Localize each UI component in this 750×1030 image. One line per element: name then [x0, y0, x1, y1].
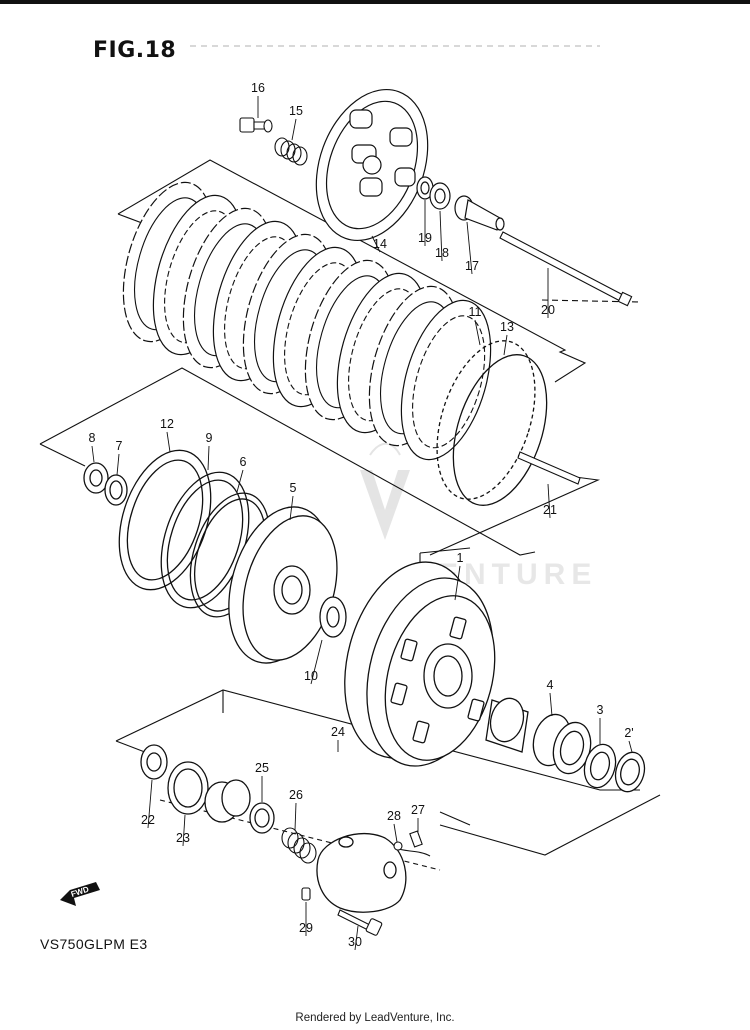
callout-28[interactable]: 28	[387, 809, 401, 823]
leader-7	[117, 454, 119, 475]
leader-21	[548, 484, 550, 518]
callout-20[interactable]: 20	[541, 303, 555, 317]
thrust-washer-10	[320, 597, 346, 637]
leader-10	[311, 640, 322, 684]
leader-28	[394, 824, 397, 842]
leader-22	[148, 780, 152, 828]
housing-spacer	[486, 695, 528, 752]
leader-11	[475, 320, 480, 345]
callout-9[interactable]: 9	[206, 431, 213, 445]
callout-19[interactable]: 19	[418, 231, 432, 245]
callout-3[interactable]: 3	[597, 703, 604, 717]
leader-17	[467, 222, 472, 274]
long-pushrod	[500, 232, 632, 306]
spring-plate-12	[103, 439, 227, 602]
callout-30[interactable]: 30	[348, 935, 362, 949]
dowel-pin	[302, 888, 310, 900]
callout-27[interactable]: 27	[411, 803, 425, 817]
leader-30	[355, 926, 358, 950]
callout-12[interactable]: 12	[160, 417, 174, 431]
pressure-plate	[296, 74, 447, 256]
callout-24[interactable]: 24	[331, 725, 345, 739]
leader-9	[208, 446, 209, 470]
leader-5	[290, 496, 293, 520]
callout-8[interactable]: 8	[89, 431, 96, 445]
seal-23	[168, 762, 208, 814]
pushrod-21	[518, 452, 580, 484]
leader-4	[550, 693, 552, 716]
render-credit: Rendered by LeadVenture, Inc.	[295, 1012, 455, 1024]
hub-frame-top	[40, 368, 535, 555]
callout-14[interactable]: 14	[373, 237, 387, 251]
top-border	[0, 0, 750, 4]
callout-21[interactable]: 21	[543, 503, 557, 517]
callout-15[interactable]: 15	[289, 104, 303, 118]
callout-22[interactable]: 22	[141, 813, 155, 827]
pushrod-piece	[455, 196, 504, 230]
oil-seal-22	[141, 745, 167, 779]
leader-2	[629, 741, 632, 752]
judder-plate-13	[436, 343, 564, 517]
leader-18	[440, 211, 442, 261]
callout-7[interactable]: 7	[116, 439, 123, 453]
clutch-plate-stack	[107, 172, 564, 517]
clutch-housing	[324, 547, 513, 780]
callout-13[interactable]: 13	[500, 320, 514, 334]
thrust-washer-2	[611, 749, 648, 795]
callout-18[interactable]: 18	[435, 246, 449, 260]
callout-29[interactable]: 29	[299, 921, 313, 935]
leader-6	[237, 470, 243, 492]
slave-cylinder-body	[317, 834, 406, 913]
callout-11[interactable]: 11	[469, 305, 482, 319]
leader-1	[455, 566, 460, 600]
leader-8	[92, 446, 94, 462]
clutch-sleeve-hub	[212, 495, 353, 675]
leader-14	[372, 236, 380, 252]
watermark-logo	[360, 444, 410, 540]
callout-26[interactable]: 26	[289, 788, 303, 802]
leader-15	[292, 119, 296, 140]
plate-pack-frame-top	[118, 160, 585, 382]
needle-bearing	[528, 710, 596, 778]
fwd-arrow-icon: FWD	[60, 882, 100, 906]
callout-5[interactable]: 5	[290, 481, 297, 495]
clutch-spring-bolt	[240, 118, 272, 132]
bleeder-valve	[394, 831, 430, 856]
cushion-spring-11	[419, 328, 553, 511]
piston-spring-26	[282, 828, 316, 863]
model-code: VS750GLPM E3	[40, 936, 148, 952]
hub-nut	[84, 463, 108, 493]
callout-17[interactable]: 17	[465, 259, 479, 273]
leader-12	[167, 432, 170, 452]
leader-26	[295, 803, 296, 830]
callout-4[interactable]: 4	[547, 678, 554, 692]
piston-24	[205, 780, 250, 822]
hub-washer	[105, 475, 127, 505]
callout-16[interactable]: 16	[251, 81, 265, 95]
callout-25[interactable]: 25	[255, 761, 269, 775]
mount-bolt	[338, 910, 382, 936]
leader-lines	[92, 96, 632, 950]
callout-2[interactable]: 2'	[624, 726, 633, 740]
fwd-label: FWD	[70, 885, 90, 899]
callout-23[interactable]: 23	[176, 831, 190, 845]
callout-6[interactable]: 6	[240, 455, 247, 469]
leader-23	[183, 815, 185, 846]
clutch-spring	[275, 138, 307, 165]
callout-10[interactable]: 10	[304, 669, 318, 683]
callout-1[interactable]: 1	[457, 551, 464, 565]
clutch-plate	[385, 290, 507, 470]
figure-title: FIG.18	[93, 38, 177, 63]
piston-seal-25	[250, 803, 274, 833]
assembly-frames	[40, 160, 660, 870]
leader-13	[504, 335, 507, 355]
thrust-washer-3	[580, 741, 620, 791]
release-bearing	[430, 183, 450, 209]
